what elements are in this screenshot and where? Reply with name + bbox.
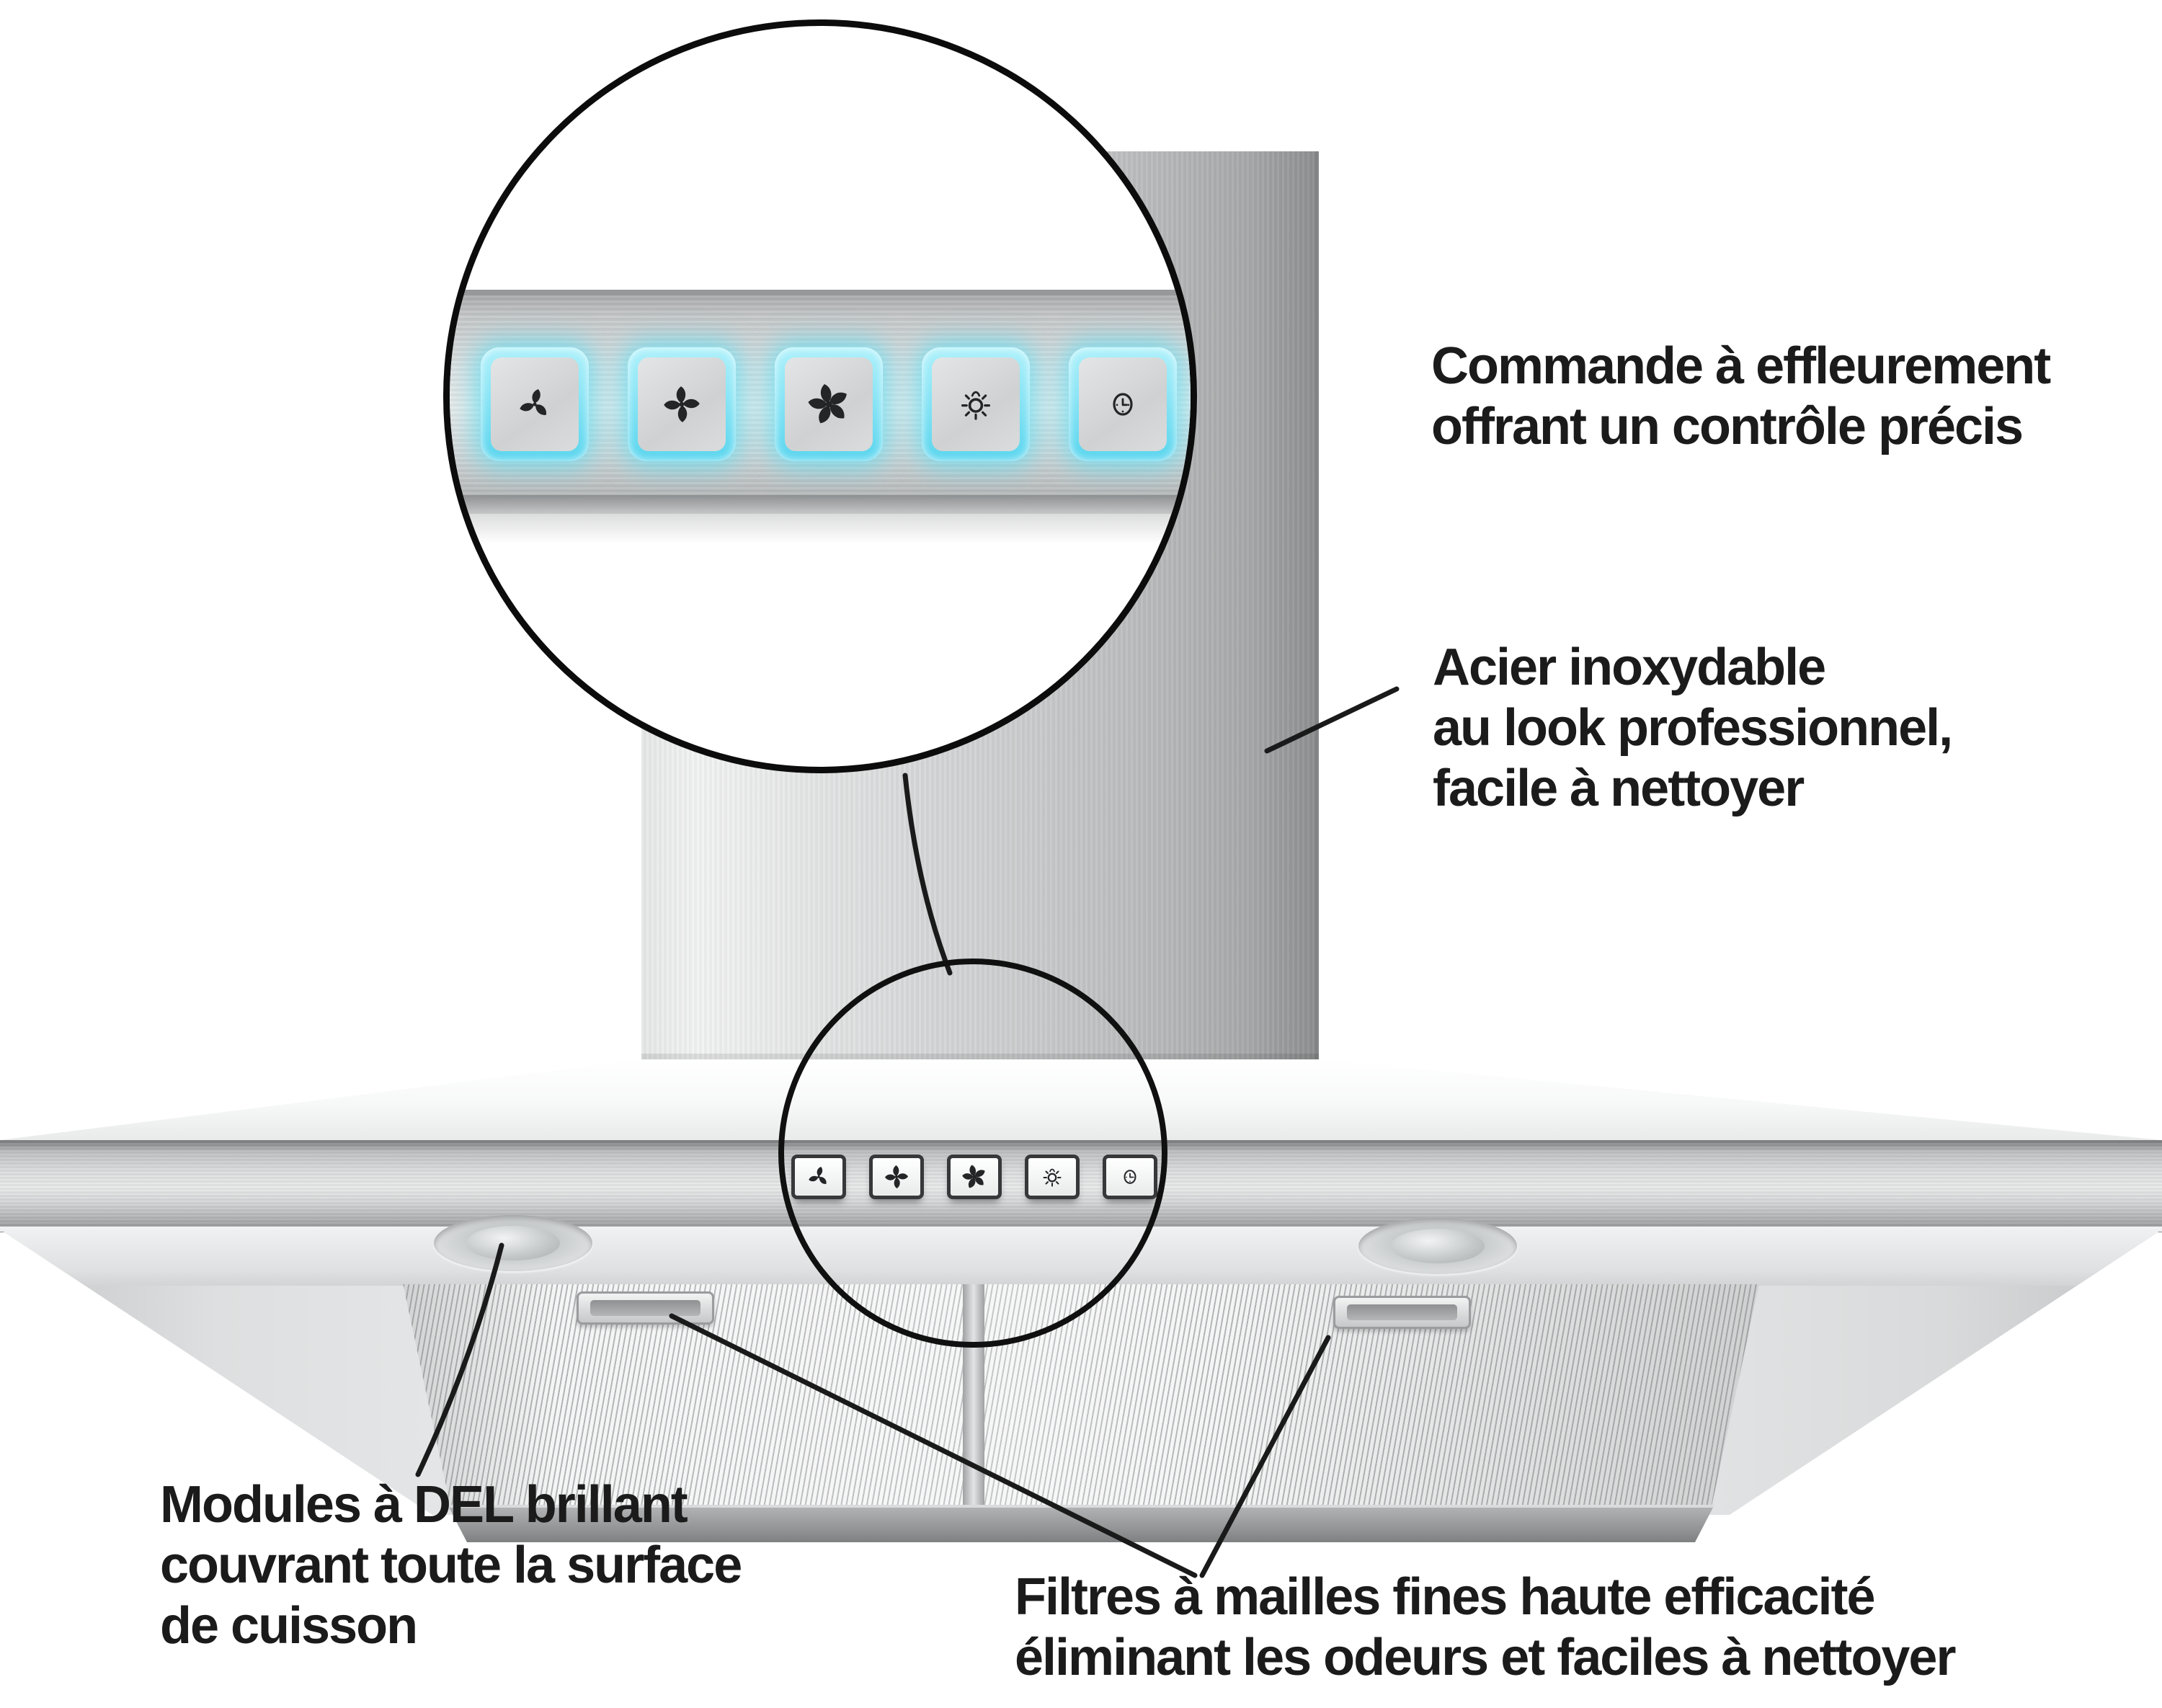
- magnified-band-shadow: [450, 514, 1191, 544]
- filter-handle-left[interactable]: [577, 1291, 714, 1325]
- timer-button[interactable]: [1069, 347, 1177, 461]
- light-icon: [961, 391, 991, 420]
- button-face: [1079, 357, 1167, 451]
- callout-touch-control: Commande à effleurement offrant un contr…: [1431, 337, 2051, 455]
- led-light-right: [1358, 1218, 1517, 1274]
- light-button[interactable]: [922, 347, 1030, 461]
- callout-filters: Filtres à mailles fines haute efficacité…: [1015, 1568, 1956, 1686]
- fan-speed-low-button[interactable]: [481, 347, 589, 461]
- callout-stainless-steel: Acier inoxydable au look professionnel, …: [1433, 639, 1953, 817]
- button-face: [638, 357, 726, 451]
- callout-led-modules: Modules à DEL brillant couvrant toute la…: [160, 1476, 742, 1655]
- button-face: [491, 357, 579, 451]
- led-light-left: [434, 1215, 592, 1271]
- magnified-band-edge: [450, 495, 1191, 514]
- button-face: [785, 357, 873, 451]
- control-panel-highlight-circle: [778, 958, 1167, 1348]
- fan-medium-icon: [659, 381, 705, 427]
- fan-low-icon: [512, 381, 558, 427]
- fan-speed-medium-button[interactable]: [628, 347, 736, 461]
- fan-high-icon: [804, 380, 853, 429]
- button-face: [932, 357, 1020, 451]
- timer-icon: [1113, 393, 1133, 416]
- filter-handle-right[interactable]: [1333, 1296, 1471, 1329]
- magnifier-circle: [443, 19, 1197, 773]
- fan-speed-high-button[interactable]: [775, 347, 883, 461]
